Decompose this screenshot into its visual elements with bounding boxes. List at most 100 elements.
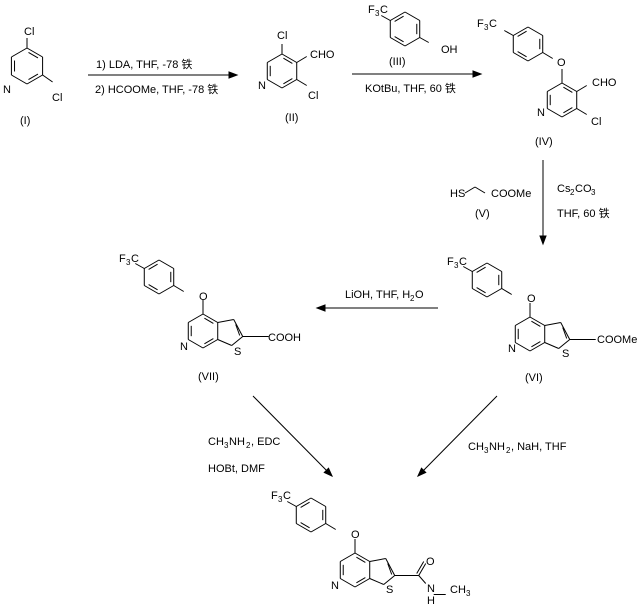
step3-conditions-line2: THF, 60 铁 (557, 207, 610, 220)
compound-VII-nitrogen: N (180, 341, 188, 353)
compound-VII-pyr (202, 313, 218, 323)
final-methyl-sub3: 3 (466, 589, 471, 598)
compound-VI-aryl-double (476, 287, 486, 294)
bond (296, 56, 307, 63)
final-carbonyl-oxygen: O (426, 556, 435, 568)
compound-IV-aryl (513, 52, 529, 62)
compound-III-ring (390, 11, 406, 21)
final-thio (383, 575, 396, 585)
svg-text:O: O (415, 289, 424, 301)
compound-VII-pyr-double (204, 317, 214, 324)
compound-III-c: C (380, 4, 388, 16)
compound-VI-thio (544, 342, 559, 349)
bond (135, 263, 145, 269)
final-aryl (310, 497, 326, 507)
compound-VI-thio (560, 322, 571, 340)
compound-V-chain (474, 186, 486, 194)
compound-VI-double (562, 327, 568, 339)
compound-II-cl-top: Cl (277, 30, 287, 42)
compound-V-label: (V) (475, 208, 490, 220)
compound-VII-cooh: COOH (268, 332, 301, 344)
final-pyr-double (356, 577, 366, 584)
compound-I-ring-double (28, 73, 39, 80)
svg-text:CH: CH (468, 441, 484, 453)
compound-I-nitrogen: N (3, 84, 11, 96)
final-thio (369, 578, 384, 585)
compound-III-f: F (368, 4, 375, 16)
compound-VII-thio (217, 319, 234, 323)
compound-VI-aryl-double (476, 266, 486, 273)
step4-arrow-head (315, 304, 326, 312)
bond (576, 85, 587, 92)
compound-IV-aryl (527, 26, 543, 36)
svg-text:, NaH, THF: , NaH, THF (511, 441, 567, 453)
final-pyr (354, 552, 370, 562)
final-amide-nitrogen: N (427, 583, 435, 595)
compound-VI-pyr (515, 316, 531, 326)
compound-II-ring (281, 79, 297, 89)
final-thio (385, 558, 396, 576)
final-pyr (340, 578, 356, 588)
final-thio (369, 558, 386, 562)
compound-VII-c: C (131, 253, 139, 265)
svg-text:Cs: Cs (557, 183, 571, 195)
compound-I-ring (11, 74, 28, 85)
step5a-arrow-head (323, 467, 334, 478)
compound-VI-aryl (486, 288, 502, 298)
svg-text:2: 2 (570, 188, 575, 197)
compound-I-ring (26, 47, 43, 58)
bond (381, 15, 391, 21)
svg-text:2: 2 (410, 294, 415, 303)
compound-VI-aryl (472, 288, 488, 298)
compound-III-ring (404, 11, 420, 21)
compound-I-ring-double (28, 52, 39, 59)
compound-IV-nitrogen: N (537, 107, 545, 119)
compound-VII-thio (233, 319, 244, 337)
final-aryl (310, 523, 326, 533)
compound-VI-label: (VI) (525, 372, 543, 384)
step5a-arrow-shaft (252, 395, 333, 477)
svg-text:2: 2 (246, 441, 251, 450)
compound-V-hs: HS (450, 188, 465, 200)
compound-VII-f: F (119, 253, 126, 265)
compound-VII-thio (217, 339, 232, 346)
final-pyr-double (356, 556, 366, 563)
bond (504, 30, 514, 36)
compound-II-cl-right: Cl (308, 90, 318, 102)
compound-IV-cho: CHO (592, 77, 617, 89)
step5b-arrow-head (416, 467, 427, 478)
final-double (387, 563, 393, 575)
compound-III-label: (III) (389, 56, 406, 68)
final-aryl (296, 497, 312, 507)
compound-I-cl-right: Cl (52, 92, 62, 104)
compound-VII-aryl (144, 285, 160, 295)
final-sub3: 3 (278, 495, 283, 504)
compound-VII-aryl (158, 285, 174, 295)
compound-IV-ring (561, 82, 577, 92)
compound-I-label: (I) (20, 115, 30, 127)
step1-conditions-line2: 2) HCOOMe, THF, -78 铁 (95, 83, 218, 96)
compound-VII-aryl-double (148, 263, 158, 270)
bond (296, 79, 307, 86)
bond (501, 288, 512, 295)
step1-conditions-line1: 1) LDA, THF, -78 铁 (96, 58, 192, 71)
svg-text:CO: CO (575, 183, 592, 195)
compound-V-coome: COOMe (491, 188, 531, 200)
compound-IV-cl: Cl (591, 116, 601, 128)
bond (325, 523, 336, 530)
compound-II-label: (II) (285, 112, 298, 124)
compound-VII-pyr (188, 313, 204, 323)
compound-IV-aryl-double (517, 30, 527, 37)
compound-III-sub3: 3 (375, 9, 380, 18)
compound-II-cho: CHO (310, 49, 335, 61)
svg-text:NH: NH (229, 436, 245, 448)
final-c: C (283, 490, 291, 502)
compound-IV-ring-double (563, 86, 573, 93)
bond (419, 37, 429, 43)
final-pyr (340, 552, 356, 562)
compound-I-ring (11, 47, 28, 58)
compound-VI-pyr-double (531, 320, 541, 327)
compound-VI-oxygen: O (527, 293, 536, 305)
compound-IV-label: (IV) (535, 136, 553, 148)
compound-VII-pyr-double (204, 338, 214, 345)
